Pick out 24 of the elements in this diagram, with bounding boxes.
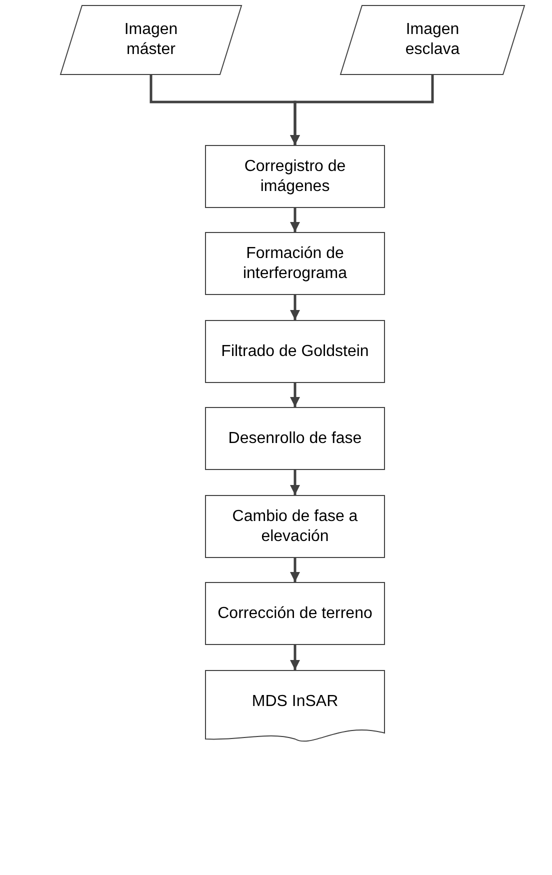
step-label: Filtrado de Goldstein: [220, 342, 370, 362]
step-label: Imagen esclava: [404, 20, 461, 60]
step-label: Cambio de fase a elevación: [231, 506, 359, 546]
input-parallelogram: [60, 5, 242, 75]
process-box: [205, 582, 385, 645]
arrow: [290, 558, 300, 582]
step-label: MDS InSAR: [250, 692, 340, 712]
step-label: Formación de interferograma: [242, 244, 348, 284]
step-label: Desenrollo de fase: [227, 428, 363, 448]
arrow: [290, 208, 300, 232]
arrow: [290, 295, 300, 320]
process-box: [205, 232, 385, 295]
process-box: [205, 145, 385, 208]
step-label: Corregistro de imágenes: [243, 156, 347, 196]
process-box: [205, 320, 385, 383]
arrow: [290, 645, 300, 670]
arrow: [290, 470, 300, 495]
process-box: [205, 495, 385, 558]
arrow: [290, 75, 434, 145]
input-parallelogram: [340, 5, 525, 75]
step-label: Imagen máster: [123, 20, 179, 60]
process-box: [205, 407, 385, 470]
arrow: [290, 383, 300, 407]
step-label: Corrección de terreno: [216, 604, 374, 624]
